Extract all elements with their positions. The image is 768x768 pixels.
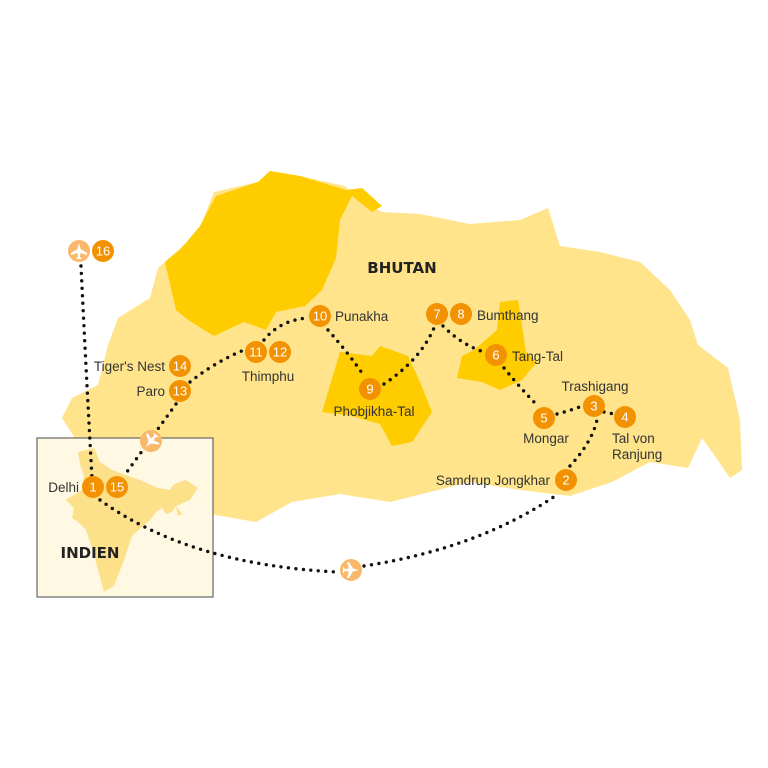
stop-marker-7[interactable]: 7: [426, 303, 448, 325]
svg-text:6: 6: [492, 348, 499, 363]
airplane-icon: [140, 430, 162, 452]
svg-text:8: 8: [457, 307, 464, 322]
stop-marker-9[interactable]: 9: [359, 378, 381, 400]
svg-text:11: 11: [249, 345, 263, 360]
svg-text:14: 14: [173, 359, 187, 374]
label-paro: Paro: [136, 384, 165, 399]
stop-marker-1[interactable]: 1: [82, 476, 104, 498]
svg-text:15: 15: [110, 480, 124, 495]
stop-marker-11[interactable]: 11: [245, 341, 267, 363]
stop-marker-5[interactable]: 5: [533, 407, 555, 429]
airplane-icon: [340, 559, 362, 581]
svg-text:10: 10: [313, 309, 327, 324]
stop-marker-12[interactable]: 12: [269, 341, 291, 363]
stop-marker-10[interactable]: 10: [309, 305, 331, 327]
svg-text:3: 3: [590, 399, 597, 414]
route-3-4: [602, 410, 616, 416]
stop-marker-2[interactable]: 2: [555, 469, 577, 491]
stop-marker-6[interactable]: 6: [485, 344, 507, 366]
route-16-1: [79, 264, 94, 480]
svg-text:13: 13: [173, 384, 187, 399]
country-label-bhutan: BHUTAN: [367, 259, 436, 277]
thimphu-district: [165, 171, 382, 336]
svg-text:1: 1: [89, 480, 96, 495]
label-bumthang: Bumthang: [477, 308, 539, 323]
route-9-7: [382, 326, 436, 386]
label-mongar: Mongar: [523, 431, 569, 446]
route-13-11: [188, 348, 246, 384]
label-trashigang: Trashigang: [561, 379, 628, 394]
svg-text:7: 7: [433, 307, 440, 322]
label-delhi: Delhi: [48, 480, 79, 495]
route-5-3: [555, 404, 584, 416]
label-tal-von-ranjung-1: Tal von: [612, 431, 655, 446]
route-1-flight: [98, 498, 340, 574]
stop-marker-14[interactable]: 14: [169, 355, 191, 377]
route-10-9: [326, 328, 366, 378]
stop-marker-15[interactable]: 15: [106, 476, 128, 498]
svg-text:12: 12: [273, 345, 287, 360]
label-samdrup-jongkhar: Samdrup Jongkhar: [436, 473, 551, 488]
svg-text:5: 5: [540, 411, 547, 426]
stop-marker-4[interactable]: 4: [614, 406, 636, 428]
stop-marker-13[interactable]: 13: [169, 380, 191, 402]
stop-marker-16[interactable]: 16: [92, 240, 114, 262]
route-flight-2: [362, 492, 560, 568]
svg-text:16: 16: [96, 244, 110, 259]
svg-text:2: 2: [562, 473, 569, 488]
country-label-india: INDIEN: [61, 544, 120, 562]
route-2-3: [568, 418, 599, 468]
label-tigers-nest: Tiger's Nest: [94, 359, 165, 374]
route-7-6: [441, 324, 486, 354]
label-phobjikha-tal: Phobjikha-Tal: [333, 404, 414, 419]
svg-text:9: 9: [366, 382, 373, 397]
label-thimphu: Thimphu: [242, 369, 295, 384]
airplane-icon: [68, 240, 90, 262]
svg-text:4: 4: [621, 410, 628, 425]
route-11-10: [262, 316, 310, 342]
stop-marker-3[interactable]: 3: [583, 395, 605, 417]
label-tal-von-ranjung-2: Ranjung: [612, 447, 662, 462]
label-punakha: Punakha: [335, 309, 389, 324]
label-tang-tal: Tang-Tal: [512, 349, 563, 364]
stop-marker-8[interactable]: 8: [450, 303, 472, 325]
